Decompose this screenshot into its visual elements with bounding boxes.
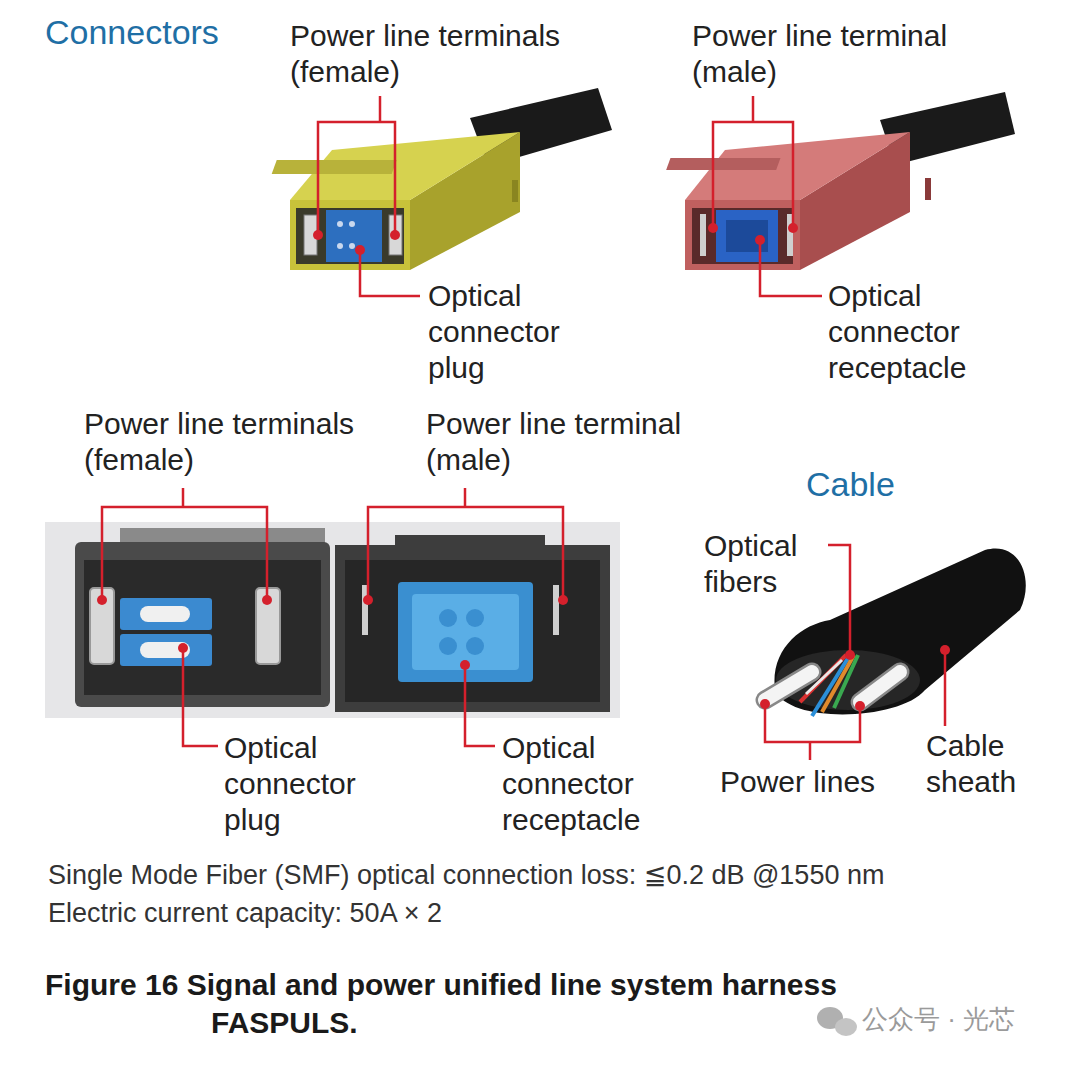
section-heading: Connectors [45,12,305,52]
part-label: Optical connector receptacle [828,278,1003,386]
part-label: Power line terminal (male) [426,406,746,478]
watermark: 公众号 · 光芯 [862,1004,1062,1034]
receptacle-connector-render [666,92,1015,270]
watermark-icon [817,1007,857,1036]
figure-caption: Figure 16 Signal and power unified line … [45,966,945,1042]
part-label: Power line terminals (female) [84,406,404,478]
spec-note: Electric current capacity: 50A × 2 [48,896,1048,930]
cable-render [765,548,1026,716]
part-label: Optical connector receptacle [502,730,677,838]
part-label: Power lines [720,764,920,800]
plug-connector-render [272,88,612,270]
part-label: Optical connector plug [428,278,598,386]
spec-note: Single Mode Fiber (SMF) optical connecti… [48,858,1068,892]
part-label: Optical fibers [704,528,832,600]
connector-photo [45,522,620,718]
part-label: Cable sheath [926,728,1056,800]
part-label: Power line terminals (female) [290,18,605,90]
section-heading: Cable [806,464,966,504]
part-label: Optical connector plug [224,730,399,838]
part-label: Power line terminal (male) [692,18,1012,90]
